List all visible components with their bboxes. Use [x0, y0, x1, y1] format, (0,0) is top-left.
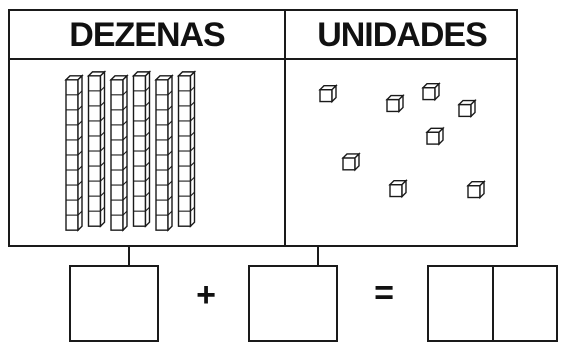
units-header: UNIDADES — [317, 15, 488, 54]
place-value-table: DEZENAS UNIDADES — [8, 9, 518, 247]
tens-rods-illustration — [64, 70, 197, 232]
unit-cube-icon — [318, 84, 338, 104]
result-divider — [491, 267, 494, 340]
ten-rod-icon — [86, 70, 107, 228]
tens-answer-box[interactable] — [69, 265, 159, 342]
ten-rod-icon — [131, 70, 152, 228]
unit-cube-icon — [466, 180, 486, 200]
ten-rod-icon — [109, 74, 129, 232]
unit-cubes-illustration — [318, 82, 486, 200]
unit-cube-icon — [385, 93, 405, 114]
unit-cube-icon — [425, 126, 445, 146]
unit-cube-icon — [341, 152, 361, 172]
header-divider — [10, 58, 516, 60]
units-connector — [317, 247, 319, 265]
units-answer-box[interactable] — [248, 265, 338, 342]
units-area — [286, 60, 518, 245]
tens-area — [10, 60, 284, 245]
tens-header: DEZENAS — [69, 15, 225, 54]
result-box[interactable] — [427, 265, 558, 342]
tens-connector — [128, 247, 130, 265]
column-divider — [284, 11, 286, 245]
unit-cube-icon — [421, 82, 441, 102]
ten-rod-icon — [64, 74, 84, 232]
plus-sign: + — [196, 276, 216, 314]
ten-rod-icon — [176, 70, 197, 228]
ten-rod-icon — [154, 74, 174, 232]
unit-cube-icon — [388, 179, 408, 199]
equals-sign: = — [374, 274, 394, 312]
unit-cube-icon — [457, 98, 477, 119]
